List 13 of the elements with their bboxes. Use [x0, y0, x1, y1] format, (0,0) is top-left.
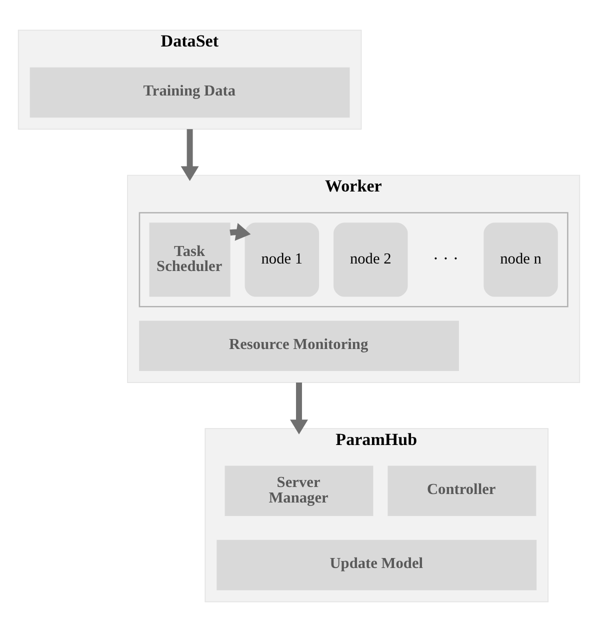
arrow: [290, 382, 308, 434]
label: · · ·: [432, 248, 458, 268]
node-box: node 2: [334, 222, 408, 296]
arrow: [180, 128, 199, 180]
node-box: Task Scheduler: [149, 222, 230, 296]
node-box: node 1: [244, 222, 320, 296]
node-box: Update Model: [216, 539, 537, 590]
node-box: Resource Monitoring: [139, 320, 459, 371]
node-box: Server Manager: [224, 465, 374, 516]
node-box: node n: [484, 222, 558, 296]
node-box: Controller: [388, 465, 536, 516]
cluster: [138, 212, 568, 307]
node-box: Training Data: [30, 66, 350, 118]
